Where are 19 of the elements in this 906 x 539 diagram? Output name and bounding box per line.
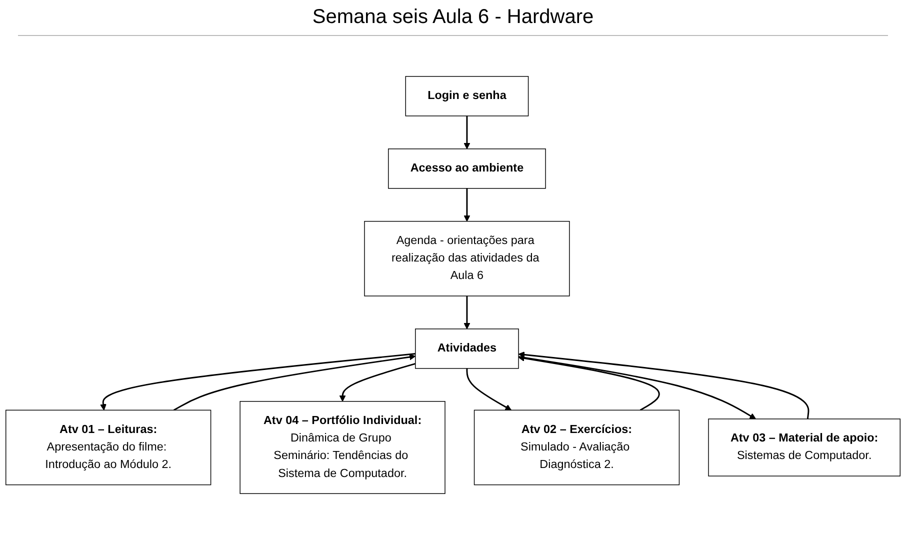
arrow	[518, 352, 810, 420]
diagram-title: Semana seis Aula 6 - Hardware	[18, 6, 888, 36]
node-box: Atv 04 – Portfólio Individual: Dinâmica de Grupo Seminário: Tendências do Sistema de Computador.	[240, 401, 446, 494]
arrow	[518, 356, 756, 420]
node-box: Atv 01 – Leituras: Apresentação do filme: Introdução ao Módulo 2.	[6, 410, 212, 486]
node-box: Acesso ao ambiente	[388, 148, 546, 189]
arrow	[464, 188, 470, 222]
node-box: Atv 02 – Exercícios: Simulado - Avaliação Diagnóstica 2.	[474, 410, 680, 486]
node-box: Agenda - orientações para realização das atividades da Aula 6	[364, 220, 570, 296]
node-box: Login e senha	[405, 76, 529, 116]
arrow	[339, 363, 416, 402]
arrow	[518, 355, 660, 411]
node-box: Atividades	[415, 328, 519, 369]
arrow	[100, 353, 416, 410]
node-box: Atv 03 – Material de apoio: Sistemas de Computador.	[708, 418, 900, 476]
arrow	[466, 368, 512, 410]
arrow	[464, 296, 470, 330]
arrow	[173, 354, 416, 411]
arrow	[464, 116, 470, 150]
